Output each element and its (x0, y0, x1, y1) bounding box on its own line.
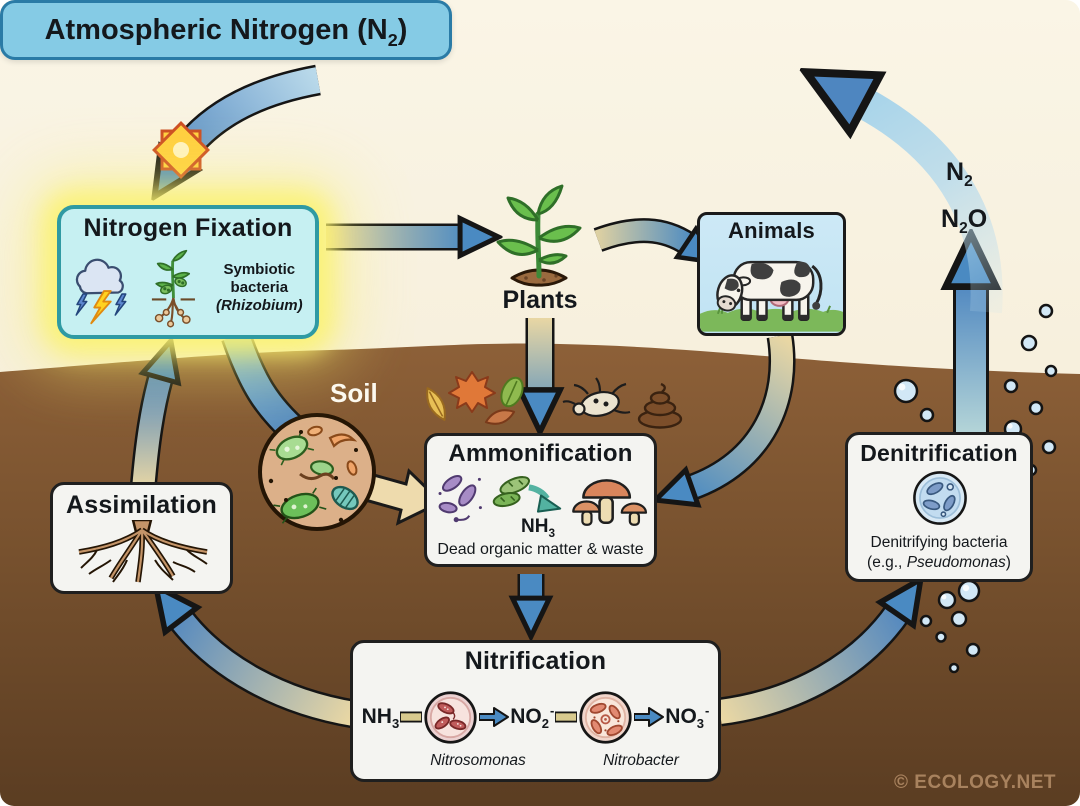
n2o-gas-label: N2O (941, 205, 988, 237)
nitrosomonas-label: Nitrosomonas (430, 752, 526, 769)
ammonification-box: Ammonification NH3 Dead organic matter &… (424, 433, 657, 567)
denitrification-caption-line2: (e.g., Pseudomonas) (867, 554, 1011, 571)
nitrogen-fixation-box: Nitrogen Fixation (57, 205, 319, 339)
rhizobium-species: (Rhizobium) (215, 296, 303, 314)
nitrification-nh3: NH3 (361, 705, 400, 732)
lightning-strike-icon (152, 121, 210, 179)
assimilation-box: Assimilation (50, 482, 233, 594)
denitrifying-bacteria-icon (913, 471, 967, 525)
ammonification-caption: Dead organic matter & waste (437, 541, 644, 558)
nitrobacter-bacteria-icon (579, 690, 632, 744)
copyright-text: © ECOLOGY.NET (894, 772, 1056, 793)
cow-grazing-icon (700, 260, 843, 332)
plant-seedling-icon (496, 184, 582, 287)
nitrogen-fixation-title: Nitrogen Fixation (83, 214, 293, 242)
oak-leaf-icon (500, 376, 524, 408)
nitrification-no2: NO2- (510, 703, 555, 732)
denitrification-box: Denitrification Denitrifying bacteria (e… (845, 432, 1033, 582)
assimilation-title: Assimilation (65, 491, 218, 519)
connector-bar (555, 711, 578, 723)
pseudomonas-species: Pseudomonas (906, 554, 1006, 571)
dead-organic-matter-icons (426, 371, 683, 429)
n2-gas-label: N2 (946, 158, 973, 190)
soil-microbes-icon (258, 413, 376, 531)
denitrification-title: Denitrification (860, 440, 1018, 466)
ammonification-nh3: NH3 (521, 516, 555, 540)
dead-bug-icon (562, 377, 631, 418)
connector-bar (400, 711, 423, 723)
atmospheric-nitrogen-label: Atmospheric Nitrogen (N2) (44, 13, 408, 50)
dung-icon (637, 382, 683, 429)
maple-leaf-icon (448, 371, 496, 413)
plant-roots-icon (78, 520, 208, 583)
nitrification-box: Nitrification NH3 NO2- (350, 640, 721, 782)
plants-label: Plants (502, 286, 578, 314)
nitrosomonas-bacteria-icon (424, 690, 477, 744)
animals-box: Animals (697, 212, 846, 336)
denitrification-caption-line1: Denitrifying bacteria (870, 534, 1008, 551)
right-arrow-icon (634, 707, 665, 727)
nitrification-title: Nitrification (464, 647, 607, 675)
atmospheric-nitrogen-box: Atmospheric Nitrogen (N2) (0, 0, 452, 60)
legume-root-nodules-icon (151, 249, 195, 328)
fixation-caption: Symbiotic bacteria (Rhizobium) (215, 261, 303, 314)
nitrification-no3: NO3- (665, 703, 710, 732)
right-arrow-icon (479, 707, 510, 727)
soil-label: Soil (330, 378, 378, 408)
yellow-leaf-icon (426, 387, 446, 421)
decomposer-icons (438, 475, 648, 526)
animals-label: Animals (728, 218, 815, 243)
nitrobacter-label: Nitrobacter (603, 752, 679, 769)
storm-cloud-lightning-icon (75, 258, 127, 325)
brown-leaf-icon (484, 409, 516, 425)
ammonification-title: Ammonification (448, 440, 633, 467)
